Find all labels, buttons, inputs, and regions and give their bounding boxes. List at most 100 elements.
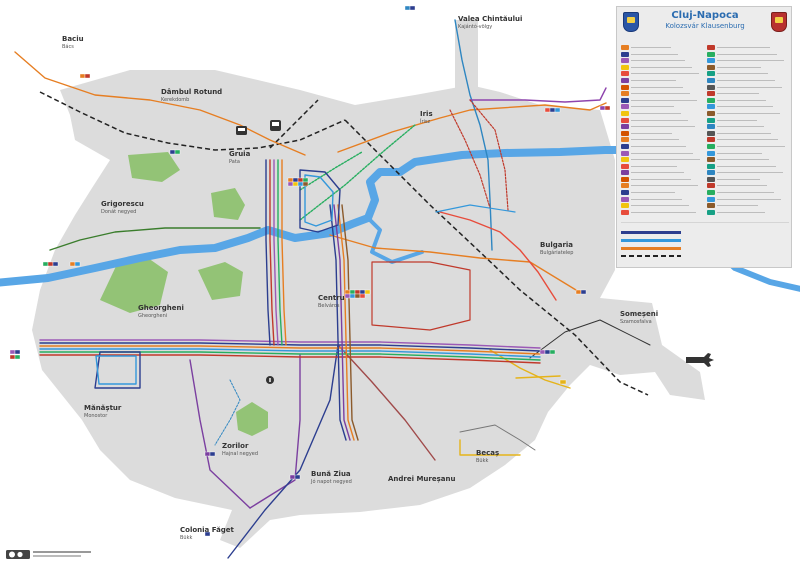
legend-line-text <box>631 99 697 101</box>
label-zorilor-sub: Hajnal negyed <box>222 451 258 457</box>
label-faget: Colonia Făget <box>180 526 235 534</box>
legend-line-text <box>717 93 759 95</box>
legend-line-text <box>717 205 758 207</box>
label-grigorescu-sub: Donát negyed <box>101 208 136 215</box>
legend-line-text <box>717 79 775 81</box>
legend-line-text <box>717 47 770 48</box>
label-buna-ziua: Bună Ziua <box>311 470 351 478</box>
label-grigorescu: Grigorescu <box>101 200 144 208</box>
badge-cluster-centre <box>287 177 309 187</box>
legend-row <box>621 84 789 92</box>
legend-line-badge <box>621 150 629 156</box>
legend-line-badge <box>707 45 715 50</box>
legend-row <box>621 64 789 72</box>
legend-line-text <box>631 145 686 147</box>
legend-row <box>621 196 789 204</box>
legend-line-text <box>717 159 769 161</box>
legend-line-badge <box>707 143 715 149</box>
label-dambul-sub: Kerekdomb <box>161 97 189 103</box>
label-buna-ziua-sub: Jó napot negyed <box>310 478 352 485</box>
legend-line-text <box>631 159 700 161</box>
legend-line-badge <box>707 209 715 215</box>
legend-line-text <box>631 53 678 55</box>
label-becas-sub: Bükk <box>476 458 488 464</box>
legend-line-badge <box>707 58 715 64</box>
label-someseni-sub: Szamosfalva <box>620 319 652 325</box>
legend-row <box>621 110 789 118</box>
legend-key-railway <box>621 255 681 257</box>
legend-line-badge <box>621 170 629 176</box>
legend-row <box>621 77 789 85</box>
legend-line-text <box>631 152 693 154</box>
label-baciu: Baciu <box>62 35 84 43</box>
legend-line-text <box>717 172 783 174</box>
crest-icon <box>771 12 787 32</box>
legend-row <box>621 130 789 138</box>
legend-line-badge <box>621 117 629 123</box>
legend-line-badge <box>707 117 715 123</box>
legend-line-badge <box>621 97 629 103</box>
legend-line-badge <box>621 124 629 130</box>
label-iris-sub: Írisz <box>420 118 431 125</box>
legend-title: Cluj-Napoca <box>671 10 739 21</box>
legend-row <box>621 71 789 78</box>
legend-line-text <box>631 198 682 200</box>
parks <box>100 152 268 436</box>
legend-line-badge <box>707 84 715 90</box>
legend-line-text <box>631 73 699 75</box>
urban-area <box>32 20 705 548</box>
legend-line-badge <box>621 77 629 83</box>
legend-line-badge <box>621 190 629 196</box>
legend-row <box>621 91 789 98</box>
legend-line-text <box>631 211 696 213</box>
park-zorilor <box>236 402 268 436</box>
line-badges <box>9 5 611 537</box>
label-andrei: Andrei Mureșanu <box>388 475 455 483</box>
legend-line-text <box>631 205 689 207</box>
transit-lines <box>14 19 651 559</box>
label-gruia-sub: Pata <box>229 159 240 165</box>
legend-line-badge <box>621 130 629 136</box>
label-gheorgheni-sub: Gheorgheni <box>138 313 167 319</box>
legend-line-badge <box>621 84 629 90</box>
legend-row <box>621 176 789 184</box>
label-gruia: Gruia <box>229 150 251 158</box>
legend-line-text <box>717 185 767 187</box>
legend-line-badge <box>707 51 715 57</box>
license-badge-icon <box>6 550 91 559</box>
park-parc-rozelor <box>198 262 243 300</box>
label-centru: Centru <box>318 294 345 302</box>
legend-subtitle: Kolozsvár Klausenburg <box>665 22 745 30</box>
legend-row <box>621 45 789 52</box>
label-manastur-sub: Monostor <box>84 413 108 419</box>
legend-line-text <box>717 53 777 55</box>
legend-line-text <box>631 47 671 48</box>
park-baza-sportiva <box>211 188 245 220</box>
crest-icon <box>623 12 639 32</box>
legend-line-badge <box>621 51 629 57</box>
legend-line-text <box>717 139 778 141</box>
legend-line-badge <box>621 104 629 110</box>
legend-line-text <box>631 86 683 88</box>
label-manastur: Mănăștur <box>84 404 122 412</box>
legend-line-text <box>631 126 695 128</box>
legend-line-badge <box>621 137 629 143</box>
legend-line-badge <box>621 143 629 149</box>
legend-line-text <box>717 152 762 154</box>
legend-line-badge <box>707 110 715 116</box>
legend-key-trolleybus <box>621 239 681 242</box>
legend-line-text <box>717 132 771 134</box>
legend-line-text <box>717 126 764 128</box>
label-gheorgheni: Gheorgheni <box>138 304 184 312</box>
railway <box>39 91 649 396</box>
legend-line-text <box>631 60 685 62</box>
legend-line-badge <box>621 58 629 64</box>
legend-row <box>621 183 789 190</box>
park-padurea-hoia <box>100 258 168 313</box>
legend-line-badge <box>621 71 629 77</box>
legend-line-text <box>631 106 674 108</box>
legend-line-text <box>631 192 675 194</box>
legend-row <box>621 157 789 164</box>
legend-line-badge <box>707 176 715 182</box>
legend-line-text <box>631 119 688 121</box>
